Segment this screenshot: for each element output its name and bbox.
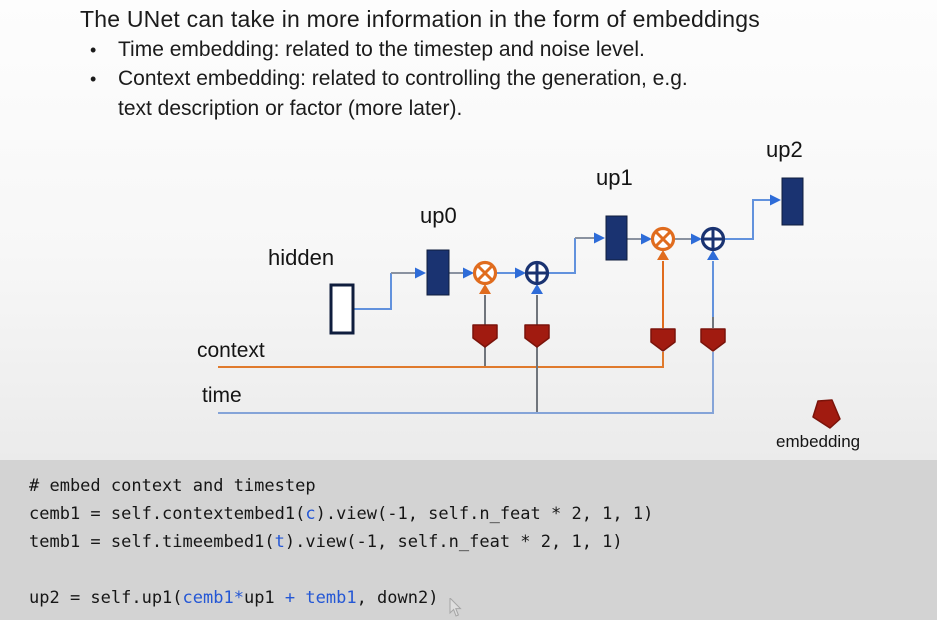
up0-block bbox=[426, 249, 450, 296]
multiply-icon bbox=[472, 260, 498, 286]
arrow-right-icon bbox=[515, 267, 526, 279]
unet-embeddings-diagram bbox=[218, 177, 841, 429]
code-line: # embed context and timestep bbox=[29, 472, 937, 500]
code-token: up1 bbox=[243, 588, 285, 608]
code-token: c bbox=[305, 504, 316, 524]
bullet-icon: • bbox=[90, 69, 97, 89]
up1-label: up1 bbox=[596, 165, 633, 190]
embedding-legend-pentagon bbox=[812, 399, 841, 429]
context-label: context bbox=[197, 339, 265, 362]
hidden-block bbox=[329, 283, 355, 335]
time-embedding-stem-2 bbox=[707, 250, 719, 328]
code-token: ).view(-1, self.n_feat * 2, 1, 1) bbox=[284, 532, 623, 552]
arrow-up-icon bbox=[531, 284, 543, 294]
arrow-right-icon bbox=[594, 232, 605, 244]
code-line: temb1 = self.timeembed1(t).view(-1, self… bbox=[29, 528, 937, 556]
arrow-right-icon bbox=[463, 267, 474, 279]
arrow-up-icon bbox=[479, 284, 491, 294]
context-embedding-stem-2 bbox=[657, 250, 669, 328]
code-token: t bbox=[274, 532, 285, 552]
context-embedding-stem-1 bbox=[479, 284, 491, 366]
up2-block bbox=[781, 177, 804, 226]
context-line bbox=[218, 352, 664, 368]
code-line bbox=[29, 556, 937, 584]
time-embedding-stem-1 bbox=[531, 284, 543, 412]
hidden-label: hidden bbox=[268, 245, 335, 270]
code-token: cemb1 = self.contextembed1( bbox=[29, 504, 306, 524]
connector-hidden-to-up0 bbox=[353, 267, 426, 310]
embedding-pentagon-context-1 bbox=[472, 324, 498, 348]
code-block: # embed context and timestep cemb1 = self… bbox=[0, 460, 937, 620]
code-line: cemb1 = self.contextembed1(c).view(-1, s… bbox=[29, 500, 937, 528]
embedding-pentagon-context-2 bbox=[650, 328, 676, 352]
add-icon bbox=[524, 260, 550, 286]
bullet-text: Context embedding: related to controllin… bbox=[118, 67, 688, 120]
code-token: cemb1* bbox=[182, 588, 244, 608]
up2-label: up2 bbox=[766, 137, 803, 162]
bullet-icon: • bbox=[90, 40, 97, 60]
arrow-right-icon bbox=[770, 194, 781, 206]
embedding-pentagon-time-1 bbox=[524, 324, 550, 348]
code-token: , down2) bbox=[356, 588, 439, 608]
time-label: time bbox=[202, 384, 242, 407]
mouse-cursor-icon bbox=[449, 598, 462, 617]
connector-up1-row bbox=[627, 194, 781, 245]
time-line bbox=[218, 352, 714, 414]
up1-block bbox=[605, 215, 628, 261]
up0-label: up0 bbox=[420, 203, 457, 228]
arrow-up-icon bbox=[657, 250, 669, 260]
bullet-text: Time embedding: related to the timestep … bbox=[118, 38, 645, 61]
slide-canvas: The UNet can take in more information in… bbox=[0, 0, 937, 460]
code-token: ).view(-1, self.n_feat * 2, 1, 1) bbox=[315, 504, 654, 524]
arrow-right-icon bbox=[641, 233, 652, 245]
embedding-pentagon-time-2 bbox=[700, 328, 726, 352]
code-token: temb1 = self.timeembed1( bbox=[29, 532, 275, 552]
code-line: up2 = self.up1(cemb1*up1 + temb1, down2) bbox=[29, 584, 937, 612]
arrow-right-icon bbox=[691, 233, 702, 245]
arrow-up-icon bbox=[707, 250, 719, 260]
multiply-icon bbox=[650, 226, 676, 252]
embedding-legend-label: embedding bbox=[776, 432, 861, 451]
arrow-right-icon bbox=[415, 267, 426, 279]
bullet-time-embedding: • Time embedding: related to the timeste… bbox=[90, 35, 645, 65]
slide-title: The UNet can take in more information in… bbox=[80, 6, 760, 32]
add-icon bbox=[700, 226, 726, 252]
code-token: up2 = self.up1( bbox=[29, 588, 183, 608]
code-token: # embed context and timestep bbox=[29, 476, 316, 496]
code-token: + temb1 bbox=[284, 588, 357, 608]
bullet-context-embedding: • Context embedding: related to controll… bbox=[90, 64, 688, 124]
connector-up0-row bbox=[449, 232, 605, 279]
